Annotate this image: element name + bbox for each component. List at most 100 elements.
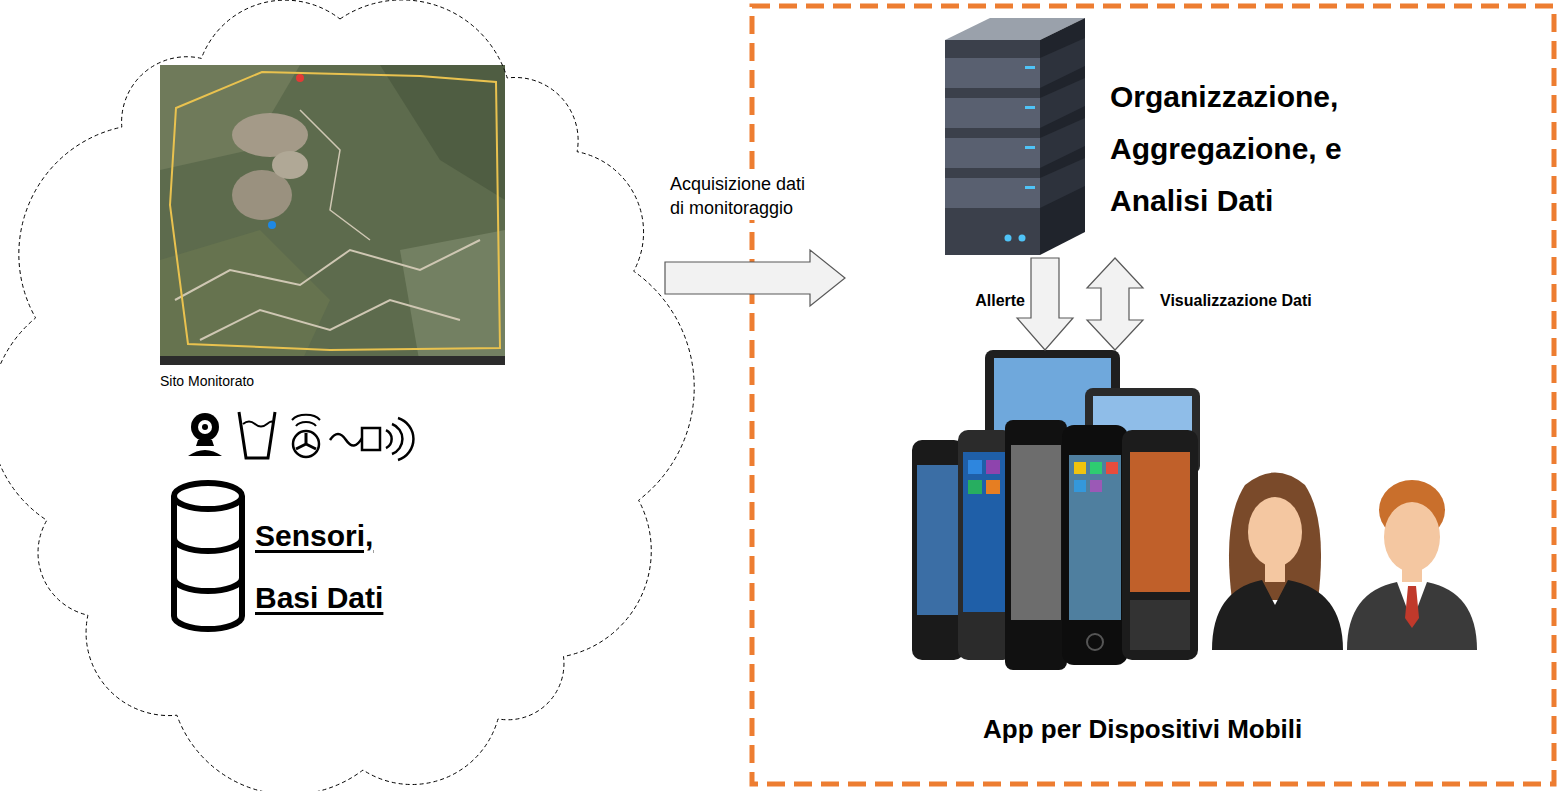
illustration-part (963, 452, 1008, 612)
illustration-part (300, 110, 370, 240)
illustration-part (362, 428, 380, 450)
acoustic-sensor-icon (330, 418, 413, 460)
illustration-part (1265, 560, 1285, 582)
illustration-part (296, 422, 316, 426)
edge-label: Allerte (953, 291, 1027, 311)
illustration-part (296, 74, 304, 82)
illustration-part (968, 460, 982, 474)
illustration-part (170, 72, 500, 350)
illustration-part (945, 98, 1040, 128)
illustration-part (1248, 497, 1302, 567)
illustration-part (400, 230, 505, 365)
server-node: Organizzazione, Aggregazione, e Analisi … (845, 10, 1545, 258)
illustration-part (917, 465, 959, 615)
illustration-part (1062, 425, 1128, 665)
illustration-part (968, 480, 982, 494)
illustration-part (160, 65, 505, 365)
illustration-part (1229, 473, 1321, 601)
illustration-part (232, 113, 308, 157)
illustration-part (268, 221, 276, 229)
illustration-part (1087, 634, 1103, 650)
edge-label: Acquisizione dati di monitoraggio (668, 172, 820, 220)
illustration-part (1122, 430, 1198, 660)
illustration-part (1212, 580, 1343, 650)
illustration-part (1040, 118, 1085, 168)
server-label: Organizzazione, Aggregazione, e Analisi … (1110, 71, 1372, 227)
illustration-part (380, 65, 505, 200)
illustration-part (1011, 445, 1061, 620)
illustration-part (986, 480, 1000, 494)
illustration-part (392, 424, 402, 454)
illustration-part (1090, 462, 1102, 474)
illustration-part (1106, 462, 1118, 474)
mobile-app-node: App per Dispositivi Mobili (905, 350, 1490, 770)
illustration-part (1069, 455, 1121, 620)
illustration-part (296, 433, 316, 449)
block-arrow (1087, 258, 1143, 350)
illustration-part (1019, 235, 1026, 242)
illustration-part (188, 450, 222, 456)
sensor-cloud: Sito MonitoratoSensori, Basi Dati (15, 5, 665, 785)
illustration-part (243, 422, 273, 427)
mobile-devices (912, 350, 1200, 670)
illustration-part (945, 40, 1040, 255)
illustration-part (958, 430, 1013, 660)
illustration-part (160, 230, 330, 365)
illustration-part (1025, 66, 1035, 69)
illustration-part (160, 356, 505, 365)
illustration-part (1405, 586, 1419, 628)
illustration-part (1025, 186, 1035, 189)
illustration-part (239, 412, 275, 458)
illustration-part (198, 420, 212, 434)
fan-sensor-icon (292, 415, 320, 457)
illustration-part (191, 413, 219, 441)
illustration-part (945, 138, 1040, 168)
illustration-part (174, 578, 242, 591)
illustration-part (175, 240, 480, 300)
illustration-part (1384, 502, 1440, 572)
illustration-part (1005, 235, 1012, 242)
water-level-icon (239, 412, 275, 458)
illustration-part (174, 538, 242, 551)
edge-label: Visualizzazione Dati (1158, 291, 1362, 311)
cloud-title: Sensori, Basi Dati (255, 505, 430, 629)
illustration-part (1074, 462, 1086, 474)
illustration-part (1074, 480, 1086, 492)
illustration-part (1130, 600, 1190, 650)
illustration-part (945, 58, 1040, 88)
illustration-part (1347, 582, 1477, 650)
illustration-part (1130, 452, 1190, 592)
illustration-part (386, 430, 392, 448)
illustration-part (174, 483, 242, 509)
app-label: App per Dispositivi Mobili (983, 712, 1403, 746)
illustration-part (292, 415, 320, 420)
cloud-outline (15, 5, 665, 785)
cloud-outline-path (0, 0, 694, 791)
illustration-part (1005, 420, 1067, 670)
illustration-part (202, 424, 208, 430)
webcam-icon (188, 413, 222, 456)
illustration-part (1090, 480, 1102, 492)
illustration-part (986, 460, 1000, 474)
illustration-part (1040, 158, 1085, 208)
illustration-part (1040, 38, 1085, 88)
illustration-part (174, 496, 242, 629)
illustration-part (1040, 18, 1085, 255)
satellite-map (160, 65, 505, 365)
server-icon (945, 18, 1085, 255)
illustration-part (293, 431, 319, 457)
illustration-part (1025, 106, 1035, 109)
image-caption: Sito Monitorato (160, 372, 380, 390)
illustration-part (1025, 146, 1035, 149)
illustration-part (398, 418, 413, 460)
system-region (752, 6, 1554, 784)
illustration-part (1040, 78, 1085, 128)
illustration-part (200, 300, 460, 340)
woman-avatar (1212, 473, 1343, 651)
illustration-part (945, 178, 1040, 208)
illustration-part (196, 440, 214, 446)
